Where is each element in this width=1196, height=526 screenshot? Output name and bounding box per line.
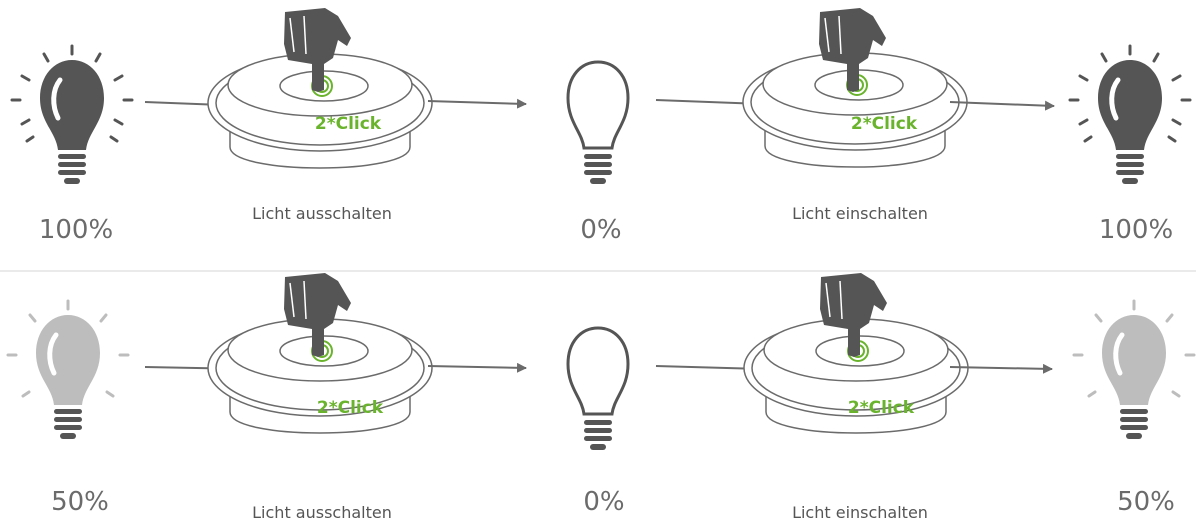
light-bulb-on-icon bbox=[6, 299, 130, 439]
step-caption: Licht ausschalten bbox=[252, 503, 392, 522]
pointing-hand-icon bbox=[819, 8, 886, 92]
light-bulb-on-icon bbox=[1072, 299, 1196, 439]
arrow-right-icon bbox=[949, 100, 1055, 111]
push-button-icon bbox=[207, 53, 433, 169]
light-bulb-off-icon bbox=[566, 326, 630, 450]
start-level: 50% bbox=[51, 487, 109, 517]
arrow-right-icon bbox=[427, 362, 527, 373]
push-button-icon bbox=[742, 52, 968, 168]
click-label: 2*Click bbox=[848, 398, 915, 418]
step-caption: Licht einschalten bbox=[792, 503, 928, 522]
push-button-icon bbox=[207, 318, 433, 434]
light-bulb-off-icon bbox=[566, 60, 630, 184]
middle-level: 0% bbox=[580, 215, 621, 245]
end-level: 50% bbox=[1117, 487, 1175, 517]
arrow-right-icon bbox=[949, 363, 1053, 374]
click-label: 2*Click bbox=[851, 114, 918, 134]
step-caption: Licht ausschalten bbox=[252, 204, 392, 223]
click-label: 2*Click bbox=[317, 398, 384, 418]
row-1: 100% 2*Click Licht ausschalten bbox=[10, 8, 1192, 245]
end-level: 100% bbox=[1099, 215, 1173, 245]
row-2: 50% 2*Click Licht ausschalten bbox=[6, 273, 1196, 522]
click-label: 2*Click bbox=[315, 114, 382, 134]
arrow-right-icon bbox=[427, 98, 527, 109]
middle-level: 0% bbox=[583, 487, 624, 517]
pointing-hand-icon bbox=[284, 8, 351, 92]
light-bulb-on-icon bbox=[10, 44, 134, 184]
start-level: 100% bbox=[39, 215, 113, 245]
light-bulb-on-icon bbox=[1068, 44, 1192, 184]
pointing-hand-icon bbox=[284, 273, 351, 357]
pointing-hand-icon bbox=[820, 273, 887, 357]
step-caption: Licht einschalten bbox=[792, 204, 928, 223]
